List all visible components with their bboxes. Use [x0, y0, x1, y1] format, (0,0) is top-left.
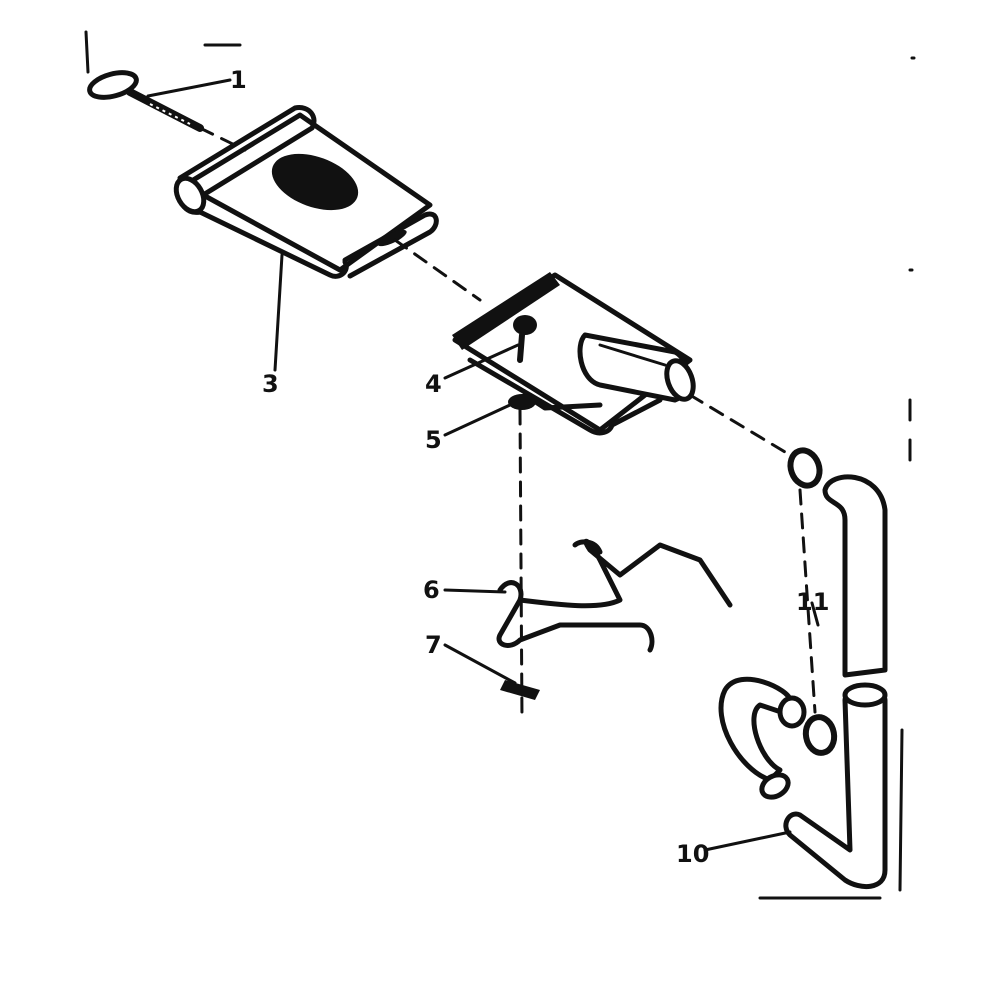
part-6-wire — [496, 538, 733, 653]
part-4-screw — [513, 315, 537, 363]
callout-part-10: 10 — [676, 840, 709, 868]
frame-marks — [84, 30, 916, 900]
callout-part-6: 6 — [423, 576, 440, 604]
part-11-clamps — [787, 447, 838, 756]
callout-part-3: 3 — [262, 370, 279, 398]
part-5-nut — [508, 394, 536, 410]
part-3-housing — [173, 105, 439, 279]
callout-part-7: 7 — [425, 631, 442, 659]
part-7-clip — [500, 680, 540, 700]
leader-lines — [146, 78, 820, 852]
callout-part-5: 5 — [425, 426, 442, 454]
alignment-lines — [198, 126, 817, 722]
part-10-hose — [718, 474, 888, 890]
callout-part-1: 1 — [230, 66, 247, 94]
callout-part-4: 4 — [425, 370, 442, 398]
part-assembly-housing — [452, 272, 696, 436]
part-1-knob — [87, 70, 204, 132]
callout-part-11: 11 — [796, 588, 829, 616]
